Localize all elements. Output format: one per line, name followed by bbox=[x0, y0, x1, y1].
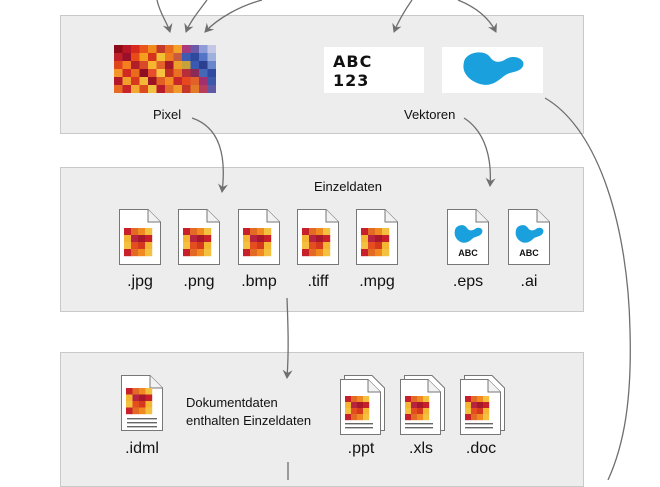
vector-file-icon: ABC bbox=[446, 208, 490, 266]
middle-panel-title: Einzeldaten bbox=[314, 179, 382, 194]
file-extension-label: .bmp bbox=[241, 273, 277, 290]
raster-file-icon bbox=[296, 208, 340, 266]
raster-file-icon bbox=[118, 208, 162, 266]
file-extension-label: .idml bbox=[125, 440, 159, 457]
file-extension-label: .png bbox=[183, 273, 215, 290]
file-extension-label: .ai bbox=[520, 273, 538, 290]
vector-blob-card bbox=[442, 47, 543, 93]
raster-file-icon bbox=[355, 208, 399, 266]
abc-line-1: ABC bbox=[333, 52, 373, 71]
file-extension-label: .xls bbox=[409, 440, 433, 457]
blue-blob-icon bbox=[463, 52, 524, 85]
document-file-icon bbox=[399, 374, 447, 436]
bottom-description-line-2: enthalten Einzeldaten bbox=[186, 413, 312, 428]
abc-line-2: 123 bbox=[333, 71, 370, 90]
file-extension-label: .ppt bbox=[347, 440, 375, 457]
vector-doc-text: ABC bbox=[458, 248, 478, 258]
document-file-icon bbox=[120, 374, 168, 436]
file-extension-label: .eps bbox=[452, 273, 484, 290]
abc-text-card: ABC 123 bbox=[324, 47, 424, 93]
pixel-mosaic-icon bbox=[114, 45, 216, 93]
file-extension-label: .mpg bbox=[359, 273, 395, 290]
vector-doc-text: ABC bbox=[519, 248, 539, 258]
bottom-description-line-1: Dokumentdaten bbox=[186, 395, 278, 410]
vector-label: Vektoren bbox=[404, 107, 456, 122]
raster-file-icon bbox=[237, 208, 281, 266]
document-file-icon bbox=[459, 374, 507, 436]
document-file-icon bbox=[339, 374, 387, 436]
vector-file-icon: ABC bbox=[507, 208, 551, 266]
file-extension-label: .doc bbox=[465, 440, 497, 457]
file-extension-label: .jpg bbox=[127, 273, 153, 290]
pixel-label: Pixel bbox=[153, 107, 182, 122]
raster-file-icon bbox=[177, 208, 221, 266]
file-extension-label: .tiff bbox=[307, 273, 329, 290]
